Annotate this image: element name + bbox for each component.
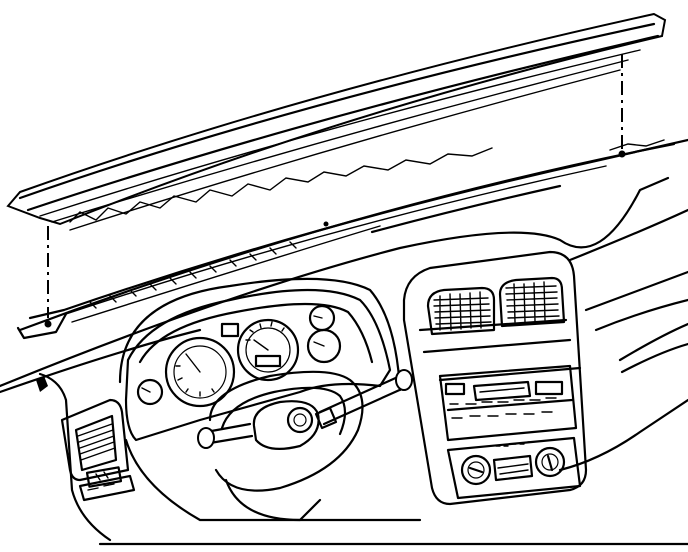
center-air-vents: [426, 276, 566, 336]
climate-controls: [446, 436, 582, 500]
cluster-bezel: [118, 277, 422, 522]
radio: [438, 364, 578, 442]
lower-switch-panel: [78, 474, 136, 502]
instrument-cluster: [124, 288, 392, 442]
center-stack: [402, 250, 588, 506]
instrument-panel: [0, 208, 688, 546]
fastener-left: [44, 320, 52, 328]
upper-trim-panel: [6, 12, 667, 231]
left-air-vent: [60, 398, 130, 488]
steering-wheel: [197, 369, 413, 522]
